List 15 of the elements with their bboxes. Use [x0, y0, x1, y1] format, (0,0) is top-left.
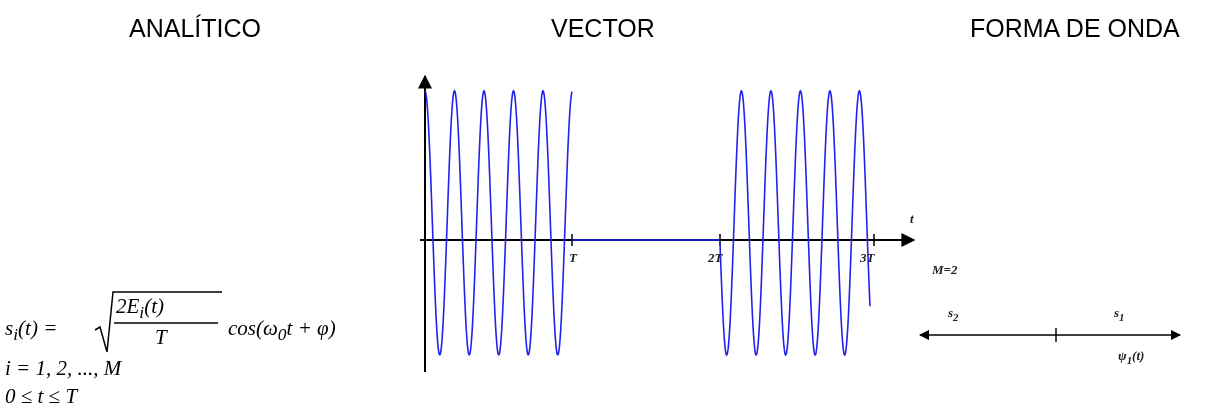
formula-text: 0 ≤ t ≤ T — [5, 386, 78, 407]
formula-text: s$_{i}$(t) = — [5, 318, 58, 344]
section-heading: VECTOR — [551, 16, 655, 41]
formula-denominator: T — [155, 327, 167, 348]
formula-numerator: 2E$_{i}$(t) — [116, 296, 165, 322]
axis-label: ψ$_{1}$(t) — [1118, 349, 1145, 366]
point-label: s$_{2}$ — [948, 306, 959, 323]
tick-label: T — [569, 251, 577, 264]
axis-label: t — [910, 212, 914, 225]
point-label: s$_{1}$ — [1114, 306, 1125, 323]
formula-text: cos(ω$_{0}$t + φ) — [228, 318, 336, 344]
formula-text: i = 1, 2, ..., M — [5, 358, 122, 379]
section-heading: FORMA DE ONDA — [970, 16, 1180, 41]
axis-label: M=2 — [932, 263, 958, 276]
section-heading: ANALÍTICO — [129, 16, 261, 41]
